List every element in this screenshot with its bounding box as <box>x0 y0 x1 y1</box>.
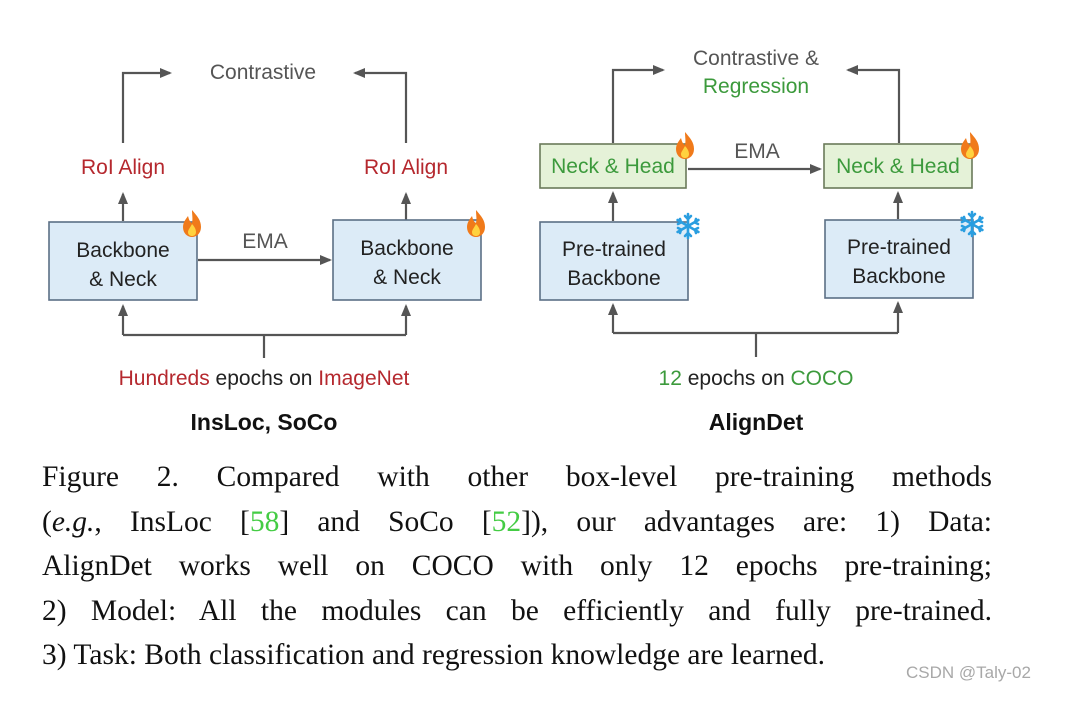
right-panel: Contrastive & Regression Neck & Head Nec… <box>539 47 984 435</box>
figure-caption: Figure 2. Compared with other box-level … <box>42 455 992 678</box>
caption-line: Figure 2. Compared with other box-level … <box>42 461 992 493</box>
box-left-line2: & Neck <box>89 268 157 291</box>
contrastive-label: Contrastive <box>210 61 316 84</box>
left-panel: Contrastive RoI Align RoI Align Backbone… <box>48 61 485 435</box>
pretrained-backbone-box-left <box>539 221 689 301</box>
neck-head-box-right <box>823 143 973 189</box>
backbone-neck-box-right <box>332 219 482 301</box>
backbone-right-line1: Pre-trained <box>847 236 951 259</box>
backbone-left-line2: Backbone <box>567 267 660 290</box>
backbone-left-line1: Pre-trained <box>562 238 666 261</box>
backbone-neck-box-left <box>48 221 198 301</box>
caption-line: 2) Model: All the modules can be efficie… <box>42 594 992 627</box>
contrastive-regression-line1: Contrastive & <box>693 47 819 70</box>
arrow-left-to-contrastive <box>121 68 172 143</box>
caption-line: 3) Task: Both classification and regress… <box>42 639 825 671</box>
contrastive-regression-line2: Regression <box>703 75 809 98</box>
left-panel-title: InsLoc, SoCo <box>191 409 338 435</box>
neck-head-label-right: Neck & Head <box>836 155 960 178</box>
neck-head-label-left: Neck & Head <box>551 155 675 178</box>
box-left-line1: Backbone <box>76 239 169 262</box>
box-right-line1: Backbone <box>360 237 453 260</box>
flame-icon <box>467 210 485 237</box>
arrow-left-to-contrastive-regression <box>611 65 665 143</box>
caption-line: AlignDet works well on COCO with only 12… <box>42 550 992 582</box>
flame-icon <box>961 132 979 159</box>
left-bottom-label: Hundreds epochs on ImageNet <box>119 367 410 390</box>
caption-line: (e.g., InsLoc [58] and SoCo [52]), our a… <box>42 505 992 538</box>
backbone-right-line2: Backbone <box>852 265 945 288</box>
neck-head-box-left <box>539 143 687 189</box>
roi-align-label-right: RoI Align <box>364 156 448 179</box>
ema-label-left: EMA <box>242 230 288 253</box>
watermark: CSDN @Taly-02 <box>906 663 1031 682</box>
arrow-right-to-contrastive-regression <box>846 65 901 143</box>
pretrained-backbone-box-right <box>824 219 974 299</box>
ema-label-right: EMA <box>734 140 780 163</box>
right-panel-title: AlignDet <box>709 409 804 435</box>
right-bottom-label: 12 epochs on COCO <box>659 367 854 390</box>
citation-link[interactable]: 58 <box>249 505 280 538</box>
arrow-right-to-contrastive <box>353 68 408 143</box>
box-right-line2: & Neck <box>373 266 441 289</box>
roi-align-label-left: RoI Align <box>81 156 165 179</box>
flame-icon <box>183 210 201 237</box>
flame-icon <box>676 132 694 159</box>
figure-diagram: Contrastive RoI Align RoI Align Backbone… <box>48 47 984 435</box>
citation-link[interactable]: 52 <box>491 505 522 538</box>
